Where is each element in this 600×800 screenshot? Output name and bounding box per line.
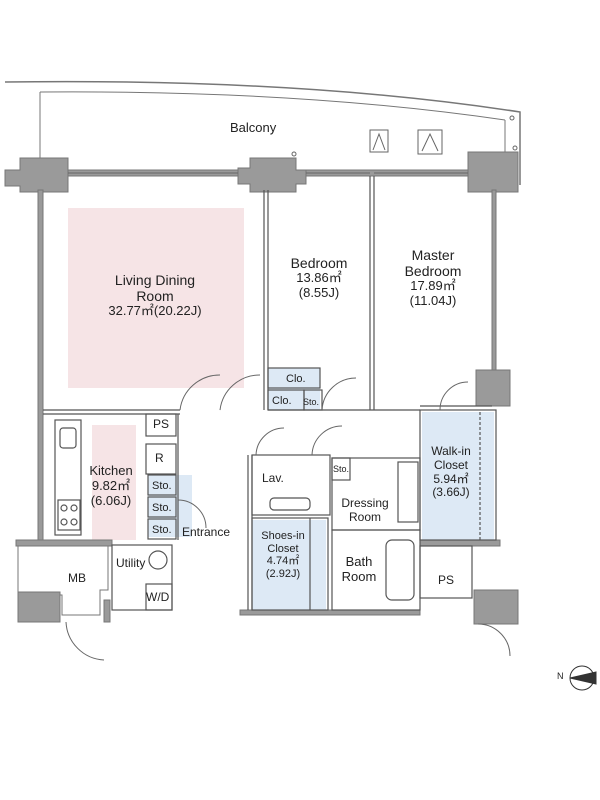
dressing-name-2: Room	[348, 509, 381, 524]
shoes-name-2: Closet	[267, 542, 299, 555]
compass-north-label: N	[557, 671, 564, 681]
master-bedroom-label: Master Bedroom 17.89㎡ (11.04J)	[390, 247, 476, 309]
closet-1-label: Clo.	[286, 373, 306, 385]
lav-label: Lav.	[262, 471, 284, 485]
walkin-area: 5.94㎡	[433, 471, 469, 486]
living-room-area: 32.77㎡(20.22J)	[108, 303, 202, 319]
walkin-closet-label: Walk-in Closet 5.94㎡ (3.66J)	[422, 444, 480, 500]
living-room-label: Living Dining Room 32.77㎡(20.22J)	[90, 272, 220, 319]
bedroom-clo-fill	[268, 368, 320, 410]
walkin-closet-fill	[422, 412, 494, 540]
bath-name-1: Bath	[345, 554, 373, 569]
bath-name-2: Room	[341, 568, 377, 584]
walls	[4, 151, 519, 625]
bedroom-label: Bedroom 13.86㎡ (8.55J)	[276, 255, 362, 301]
living-room-name-2: Room	[136, 288, 174, 305]
bath-room-label: Bath Room	[334, 554, 384, 585]
drain-icon	[291, 151, 297, 157]
entrance-label: Entrance	[182, 525, 231, 539]
kitchen-fill	[92, 425, 136, 540]
kitchen-area: 9.82㎡	[91, 477, 131, 493]
shoes-tatami: (2.92J)	[265, 567, 301, 580]
interior-walls	[43, 176, 497, 611]
walkin-name-2: Closet	[433, 457, 468, 472]
compass-icon	[569, 665, 597, 691]
storage-bedroom-label: Sto.	[303, 397, 320, 407]
storage-kitchen-1-label: Sto.	[152, 480, 172, 492]
kitchen-sto-fill	[148, 475, 192, 537]
ps-right-label: PS	[438, 573, 455, 587]
master-name-2: Bedroom	[404, 263, 462, 280]
walkin-tatami: (3.66J)	[432, 485, 470, 500]
storage-kitchen-3-label: Sto.	[152, 524, 172, 536]
utility-label: Utility	[116, 556, 146, 570]
vent-icon	[369, 129, 443, 155]
storage-kitchen-2-label: Sto.	[152, 502, 172, 514]
kitchen-label: Kitchen 9.82㎡ (6.06J)	[80, 463, 142, 509]
dressing-room-label: Dressing Room	[334, 496, 396, 525]
shoes-name-1: Shoes-in	[261, 530, 305, 542]
master-tatami: (11.04J)	[409, 293, 457, 309]
master-name-1: Master	[411, 247, 455, 263]
door-swings	[65, 374, 511, 661]
kitchen-name: Kitchen	[89, 463, 133, 478]
shoes-closet-label: Shoes-in Closet 4.74㎡ (2.92J)	[254, 530, 312, 581]
shoes-area: 4.74㎡	[266, 555, 300, 568]
living-room-name-1: Living Dining	[114, 272, 196, 288]
walkin-name-1: Walk-in	[431, 444, 471, 458]
wd-label: W/D	[146, 590, 170, 604]
dressing-name-1: Dressing	[341, 496, 389, 510]
master-area: 17.89㎡	[410, 278, 456, 294]
balcony-label: Balcony	[230, 120, 277, 135]
refrigerator-label: R	[155, 451, 164, 465]
ps-left-label: PS	[153, 417, 170, 431]
drain-icon	[509, 115, 515, 121]
bedroom-tatami: (8.55J)	[298, 285, 340, 301]
mb-label: MB	[68, 571, 86, 585]
kitchen-tatami: (6.06J)	[90, 492, 132, 508]
storage-lav-label: Sto.	[333, 464, 350, 474]
shoes-closet-fill	[252, 520, 326, 610]
bedroom-name: Bedroom	[290, 255, 348, 271]
living-room-fill	[68, 208, 244, 388]
drain-icon	[512, 145, 518, 151]
balcony-area	[4, 80, 521, 185]
closet-2-label: Clo.	[272, 395, 292, 407]
bedroom-area: 13.86㎡	[296, 270, 342, 286]
